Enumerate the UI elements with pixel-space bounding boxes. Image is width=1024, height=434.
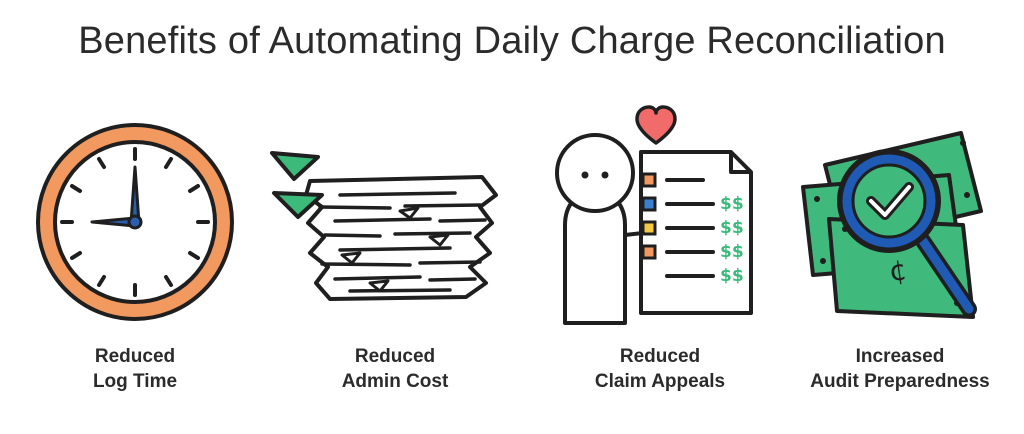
benefit-label-line1: Reduced — [619, 346, 701, 367]
benefit-reduced-admin-cost: Reduced Admin Cost — [270, 0, 510, 434]
benefit-label-line1: Reduced — [94, 346, 176, 367]
document-amount: $$ — [720, 194, 744, 214]
benefit-label: Reduced Claim Appeals — [545, 344, 775, 394]
paper-stack-icon — [270, 151, 498, 301]
benefit-increased-audit-preparedness: ¢ Increased Audit Preparedness — [785, 0, 1015, 434]
page-title: Benefits of Automating Daily Charge Reco… — [78, 20, 946, 62]
benefit-label: Reduced Admin Cost — [280, 344, 510, 394]
benefit-reduced-claim-appeals: $$ $$ $$ $$ Reduced Claim Appeals — [545, 0, 775, 434]
benefit-label-line2: Claim Appeals — [594, 371, 726, 392]
benefit-label: Increased Audit Preparedness — [785, 344, 1015, 394]
document-amount: $$ — [720, 266, 744, 286]
money-magnifier-icon: ¢ — [801, 131, 983, 319]
benefit-label-line2: Audit Preparedness — [810, 371, 990, 392]
benefit-label-line2: Log Time — [92, 371, 178, 392]
benefit-label-line1: Reduced — [354, 346, 436, 367]
person-document-icon: $$ $$ $$ $$ — [555, 105, 753, 325]
benefit-label: Reduced Log Time — [20, 344, 250, 394]
document-amount: $$ — [720, 242, 744, 262]
clock-icon — [36, 123, 234, 321]
benefit-label-line1: Increased — [855, 346, 945, 367]
benefit-label-line2: Admin Cost — [341, 371, 449, 392]
benefit-reduced-log-time: Reduced Log Time — [20, 0, 250, 434]
document-amount: $$ — [720, 218, 744, 238]
cent-symbol: ¢ — [887, 253, 909, 288]
heart-icon — [635, 105, 677, 145]
